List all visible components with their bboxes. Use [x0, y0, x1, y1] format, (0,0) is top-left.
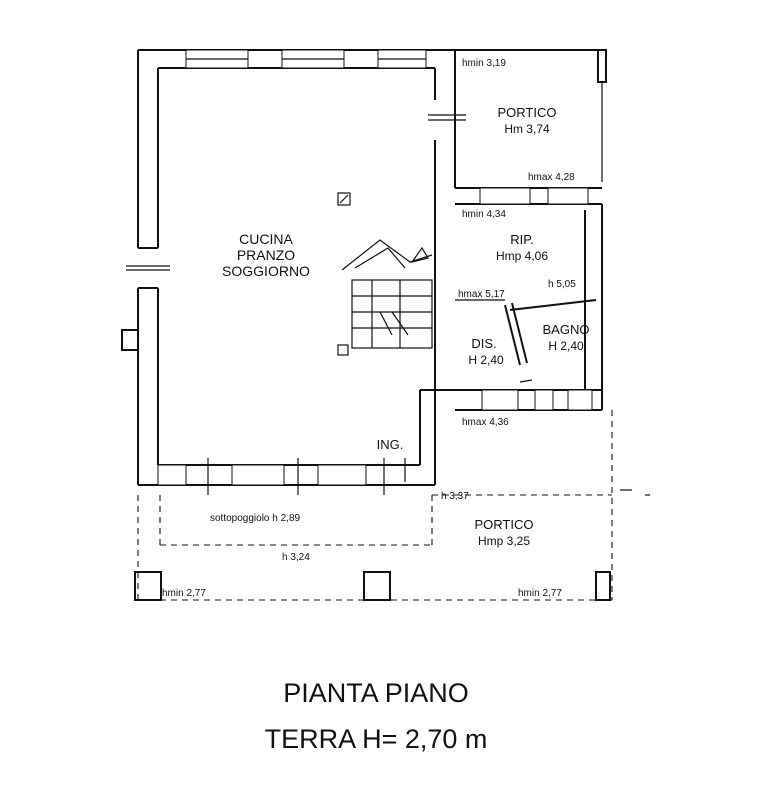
label-rip: RIP.: [510, 232, 534, 247]
height-hmax-portico: hmax 4,28: [528, 172, 575, 183]
label-portico-bottom: PORTICO: [475, 517, 534, 532]
label-dis-height: H 2,40: [468, 353, 504, 367]
bottom-windows: [157, 458, 406, 495]
label-dis: DIS.: [471, 336, 496, 351]
height-hmin-rip: hmin 4,34: [462, 209, 506, 220]
height-hmax-rip: hmax 5,17: [458, 289, 505, 300]
label-pranzo: PRANZO: [237, 247, 295, 263]
staircase: [337, 239, 433, 356]
top-windows: [185, 49, 427, 69]
label-soggiorno: SOGGIORNO: [222, 263, 310, 279]
label-ing: ING.: [377, 437, 404, 452]
height-h-337: h 3,37: [441, 491, 469, 502]
label-bagno-height: H 2,40: [548, 339, 584, 353]
plan-title-line1: PIANTA PIANO: [283, 678, 469, 708]
height-hmin-left: hmin 2,77: [162, 588, 206, 599]
right-wing: [435, 49, 607, 411]
height-h-rip: h 5,05: [548, 279, 576, 290]
label-portico-top-height: Hm 3,74: [504, 122, 550, 136]
label-bagno: BAGNO: [543, 322, 590, 337]
column-square: [337, 192, 351, 206]
label-portico-top: PORTICO: [498, 105, 557, 120]
label-rip-height: Hmp 4,06: [496, 249, 548, 263]
plan-title-line2: TERRA H= 2,70 m: [265, 724, 488, 754]
height-hmin-right: hmin 2,77: [518, 588, 562, 599]
label-cucina: CUCINA: [239, 231, 293, 247]
height-h-324: h 3,24: [282, 552, 310, 563]
height-hmax-lower: hmax 4,36: [462, 417, 509, 428]
bottom-portico: [134, 410, 650, 601]
height-sottopoggiolo: sottopoggiolo h 2,89: [210, 513, 301, 524]
label-portico-bottom-height: Hmp 3,25: [478, 534, 530, 548]
height-hmin-top: hmin 3,19: [462, 58, 506, 69]
